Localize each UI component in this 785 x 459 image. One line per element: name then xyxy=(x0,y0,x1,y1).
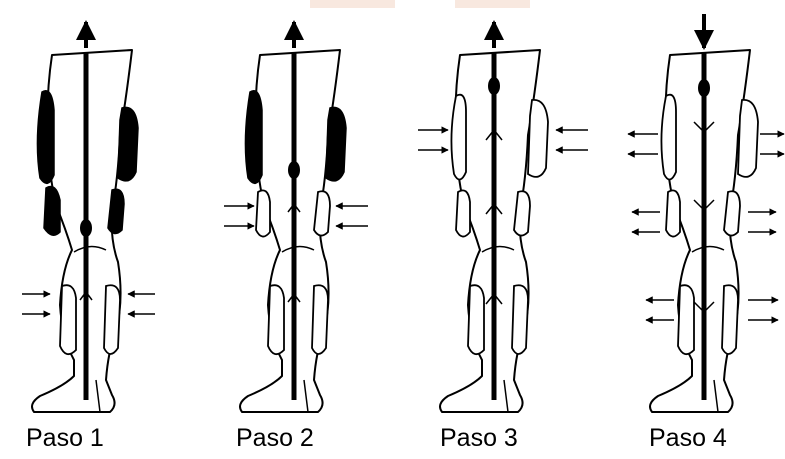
step-3-label: Paso 3 xyxy=(440,424,518,453)
thigh-cuff-left xyxy=(451,95,466,180)
thigh-cuff-left xyxy=(245,91,262,184)
valve-icon xyxy=(698,79,710,97)
calf-cuff-right xyxy=(104,285,120,354)
calf-cuff-left xyxy=(60,285,76,354)
thigh-cuff-left xyxy=(37,91,54,184)
valve-icon xyxy=(288,161,300,179)
step-4-label: Paso 4 xyxy=(649,424,727,453)
thigh-cuff-right xyxy=(118,107,138,180)
calf-cuff-left xyxy=(678,285,694,354)
thigh-cuff-left xyxy=(661,95,676,180)
step-2-illustration xyxy=(224,22,368,412)
calf-cuff-right xyxy=(722,285,738,354)
step-1-illustration xyxy=(22,22,155,412)
calf-cuff-right xyxy=(312,285,328,354)
calf-cuff-right xyxy=(512,285,528,354)
valve-icon xyxy=(80,219,92,237)
step-2-label: Paso 2 xyxy=(236,424,314,453)
thigh-cuff-right xyxy=(528,100,548,177)
thigh-cuff-right xyxy=(738,100,758,177)
knee-cuff-left xyxy=(44,187,60,236)
knee-cuff-left xyxy=(456,190,470,236)
knee-cuff-left xyxy=(256,190,270,236)
step-3-illustration xyxy=(418,22,588,412)
calf-cuff-left xyxy=(468,285,484,354)
thigh-cuff-right xyxy=(326,107,346,180)
step-4-illustration xyxy=(628,14,784,412)
valve-icon xyxy=(488,77,500,95)
knee-cuff-left xyxy=(666,190,680,236)
calf-cuff-left xyxy=(268,285,284,354)
step-1-label: Paso 1 xyxy=(26,424,104,453)
